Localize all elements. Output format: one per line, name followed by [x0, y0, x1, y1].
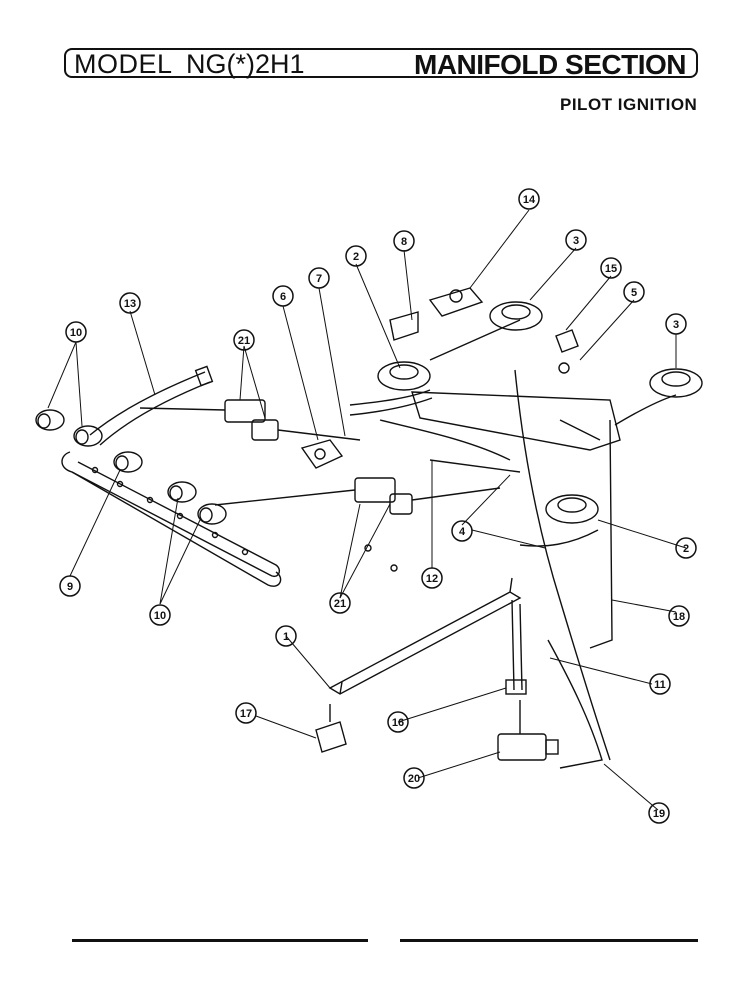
callout-7: 7	[316, 273, 322, 285]
callout-21a-circle	[233, 329, 255, 351]
pilot-orifice-5	[558, 362, 570, 374]
callout-8-circle	[393, 230, 415, 252]
model-number: NG(*)2H1	[186, 49, 305, 79]
callout-10b: 10	[154, 610, 166, 622]
callout-18: 18	[673, 611, 685, 623]
callout-9: 9	[67, 581, 73, 593]
callout-10a-circle	[65, 321, 87, 343]
burner-head-front-left	[519, 494, 599, 547]
callout-21a: 21	[238, 335, 250, 347]
callout-18-circle	[668, 605, 690, 627]
callout-10a: 10	[70, 327, 82, 339]
callout-13-circle	[119, 292, 141, 314]
callout-20: 20	[408, 773, 420, 785]
callout-19: 19	[653, 808, 665, 820]
callout-21b: 21	[334, 598, 346, 610]
callout-11-circle	[649, 673, 671, 695]
burner-head-rear-right	[489, 301, 543, 331]
header-frame	[64, 48, 698, 78]
callout-16: 16	[392, 717, 404, 729]
thermostat-tube-16	[505, 599, 527, 695]
orifice-hoods-left	[35, 409, 227, 525]
callout-8: 8	[401, 236, 407, 248]
callout-12: 12	[426, 573, 438, 585]
safety-valve-20	[497, 700, 559, 761]
callout-17-circle	[235, 702, 257, 724]
callout-labels: 1 2 2 3 3 4 5 6 7 8 9 10 10 11 12 13 14 …	[67, 194, 689, 820]
valve-assembly-upper	[139, 399, 361, 441]
callout-1: 1	[283, 631, 289, 643]
manifold-pipe-13	[89, 365, 214, 446]
callout-21b-circle	[329, 592, 351, 614]
callout-5: 5	[631, 287, 637, 299]
burner-head-rear-left	[349, 361, 433, 416]
callout-20-circle	[403, 767, 425, 789]
callout-11: 11	[654, 679, 666, 691]
pilot-bracket-15	[555, 329, 579, 353]
footer-rule-right	[400, 939, 698, 942]
burner-manifold-tube	[61, 451, 282, 587]
pressure-regulator-6	[300, 439, 344, 469]
callout-14: 14	[523, 194, 536, 206]
callout-4: 4	[459, 526, 466, 538]
leader-lines	[47, 209, 687, 811]
callout-9-circle	[59, 575, 81, 597]
callout-2b: 2	[683, 543, 689, 555]
callout-15: 15	[605, 263, 617, 275]
section-title: MANIFOLD SECTION	[414, 49, 687, 80]
callout-5-circle	[623, 281, 645, 303]
subtitle: PILOT IGNITION	[560, 95, 698, 114]
bracket-8	[389, 311, 419, 341]
callout-3b: 3	[673, 319, 679, 331]
callout-3b-circle	[665, 313, 687, 335]
callout-17: 17	[240, 708, 252, 720]
callout-3a-circle	[565, 229, 587, 251]
callout-13: 13	[124, 298, 136, 310]
callout-4-circle	[451, 520, 473, 542]
pilot-tubing	[379, 369, 613, 769]
callout-2b-circle	[675, 537, 697, 559]
callout-10b-circle	[149, 604, 171, 626]
callout-12-circle	[421, 567, 443, 589]
callout-14-circle	[518, 188, 540, 210]
callout-1-circle	[275, 625, 297, 647]
callout-2a-circle	[345, 245, 367, 267]
callout-7-circle	[308, 267, 330, 289]
support-bracket-1	[328, 577, 522, 695]
callout-15-circle	[600, 257, 622, 279]
valve-assembly-lower	[214, 477, 501, 572]
callout-6: 6	[280, 291, 286, 303]
model-label: MODEL	[74, 49, 173, 79]
callout-markers	[59, 188, 697, 824]
callout-3a: 3	[573, 235, 579, 247]
callout-16-circle	[387, 711, 409, 733]
burner-support-frame	[411, 319, 621, 451]
footer-rule-left	[72, 939, 368, 942]
callout-6-circle	[272, 285, 294, 307]
callout-2a: 2	[353, 251, 359, 263]
burner-head-front-right	[614, 368, 703, 426]
callout-19-circle	[648, 802, 670, 824]
pilot-assembly-14	[428, 287, 484, 317]
bracket-17	[315, 704, 347, 753]
